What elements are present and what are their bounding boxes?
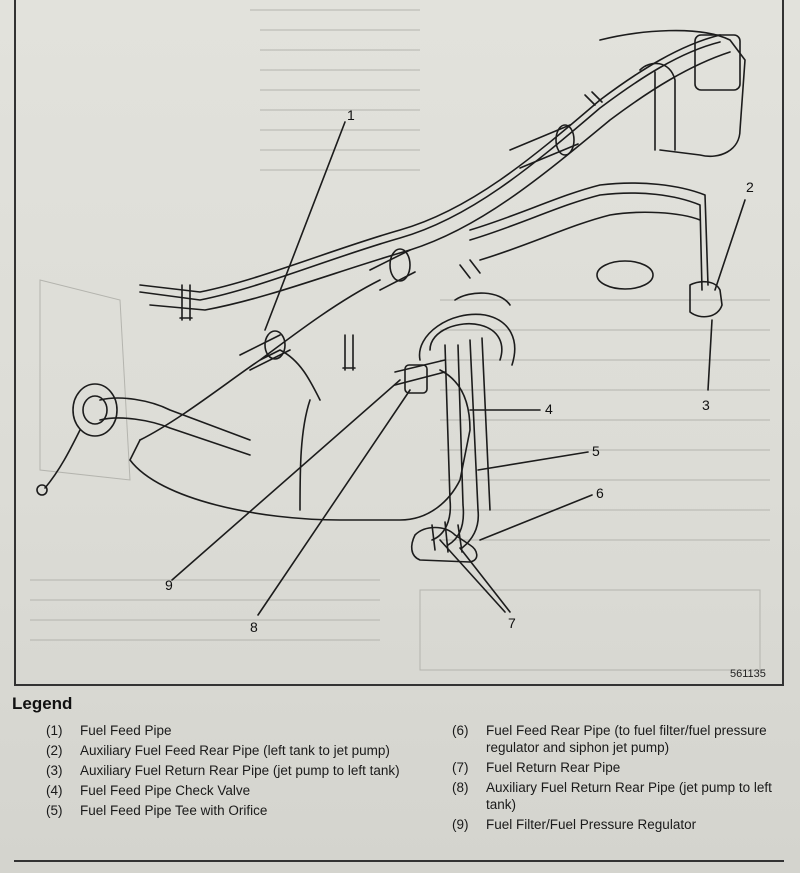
filler-cap-inner bbox=[82, 395, 108, 425]
downpipe-2 bbox=[447, 344, 465, 546]
legend-text: Fuel Feed Pipe Check Valve bbox=[80, 783, 251, 798]
fuel-pipe-diagram: 1 2 3 4 5 6 7 8 9 bbox=[30, 9, 770, 671]
callout-2: 2 bbox=[746, 179, 754, 195]
cylinder-upper bbox=[509, 124, 579, 169]
legend-item: (4) Fuel Feed Pipe Check Valve bbox=[46, 782, 406, 799]
legend-text: Fuel Feed Pipe Tee with Orifice bbox=[80, 803, 268, 818]
downpipe-4 bbox=[481, 337, 491, 511]
legend-text: Fuel Feed Pipe bbox=[80, 723, 172, 738]
fuel-filter bbox=[404, 364, 428, 394]
callout-labels: 1 2 3 4 5 6 7 8 9 bbox=[165, 107, 754, 635]
pipe-to-right-2 bbox=[469, 192, 703, 291]
pipe-bundle-1 bbox=[139, 34, 721, 293]
leader-7b bbox=[459, 547, 511, 613]
clip-top bbox=[584, 91, 603, 106]
clip-upper bbox=[459, 259, 481, 279]
callout-8: 8 bbox=[250, 619, 258, 635]
legend-item: (8) Auxiliary Fuel Return Rear Pipe (jet… bbox=[452, 779, 782, 813]
filler-cap bbox=[72, 383, 118, 437]
figure-number: 561135 bbox=[730, 668, 766, 680]
legend-text: Fuel Filter/Fuel Pressure Regulator bbox=[486, 817, 697, 832]
legend-item: (2) Auxiliary Fuel Feed Rear Pipe (left … bbox=[46, 742, 406, 759]
legend-num: (9) bbox=[452, 817, 469, 832]
legend-title: Legend bbox=[12, 694, 73, 713]
legend-text: Auxiliary Fuel Return Rear Pipe (jet pum… bbox=[80, 763, 400, 778]
callout-6: 6 bbox=[596, 485, 604, 501]
legend-text: Auxiliary Fuel Feed Rear Pipe (left tank… bbox=[80, 743, 390, 758]
leader-1 bbox=[264, 121, 346, 331]
callout-3: 3 bbox=[702, 397, 710, 413]
pipe-bundle-3 bbox=[149, 51, 731, 311]
legend-item: (6) Fuel Feed Rear Pipe (to fuel filter/… bbox=[452, 722, 782, 756]
downpipe-3 bbox=[461, 339, 480, 549]
filter-pipe bbox=[394, 359, 446, 386]
right-connector bbox=[689, 280, 723, 318]
rear-support bbox=[599, 29, 746, 157]
legend-num: (7) bbox=[452, 760, 469, 775]
legend-num: (3) bbox=[46, 763, 63, 778]
legend-right-column: (6) Fuel Feed Rear Pipe (to fuel filter/… bbox=[452, 722, 782, 836]
cap-tether bbox=[44, 429, 81, 489]
callout-1: 1 bbox=[347, 107, 355, 123]
legend-text: Fuel Return Rear Pipe bbox=[486, 760, 621, 775]
fuel-tank-outline bbox=[129, 369, 471, 521]
legend-num: (6) bbox=[452, 723, 469, 738]
cylinder-left-end bbox=[264, 330, 286, 360]
leader-3 bbox=[707, 319, 713, 391]
legend-item: (1) Fuel Feed Pipe bbox=[46, 722, 406, 739]
callout-9: 9 bbox=[165, 577, 173, 593]
legend-num: (4) bbox=[46, 783, 63, 798]
legend-num: (1) bbox=[46, 723, 63, 738]
legend-num: (2) bbox=[46, 743, 63, 758]
show-through-texture bbox=[30, 9, 770, 671]
pipe-bundle-2 bbox=[139, 41, 721, 301]
filler-neck bbox=[99, 397, 251, 456]
leader-6 bbox=[479, 494, 593, 541]
bottom-rule bbox=[14, 860, 784, 862]
pipe-loop-upper bbox=[418, 313, 516, 366]
leader-8 bbox=[257, 389, 411, 616]
figure-frame bbox=[14, 0, 784, 686]
connector-ribs bbox=[431, 521, 463, 553]
pump-module bbox=[596, 260, 654, 290]
legend-num: (5) bbox=[46, 803, 63, 818]
callout-7: 7 bbox=[508, 615, 516, 631]
legend-item: (3) Auxiliary Fuel Return Rear Pipe (jet… bbox=[46, 762, 406, 779]
cylinder-upper-end bbox=[555, 124, 575, 156]
tether-end bbox=[36, 484, 48, 496]
legend-left-column: (1) Fuel Feed Pipe (2) Auxiliary Fuel Fe… bbox=[46, 722, 406, 822]
leader-7a bbox=[439, 539, 506, 613]
callout-5: 5 bbox=[592, 443, 600, 459]
pipe-to-right-3 bbox=[479, 211, 701, 261]
tank-upper-body bbox=[139, 279, 381, 441]
clip-left bbox=[179, 284, 193, 321]
cylinder-mid-end bbox=[389, 248, 411, 282]
rear-bracket-box bbox=[694, 34, 741, 91]
legend-num: (8) bbox=[452, 780, 469, 795]
clip-center bbox=[342, 334, 356, 371]
pipe-loop-arc bbox=[454, 292, 511, 306]
legend-text: Fuel Feed Rear Pipe (to fuel filter/fuel… bbox=[486, 723, 767, 755]
lower-connectors bbox=[410, 526, 478, 563]
leader-5 bbox=[477, 451, 589, 471]
legend-item: (9) Fuel Filter/Fuel Pressure Regulator bbox=[452, 816, 782, 833]
callout-4: 4 bbox=[545, 401, 553, 417]
downpipe-1 bbox=[431, 344, 452, 541]
leader-2 bbox=[714, 199, 746, 291]
legend-item: (7) Fuel Return Rear Pipe bbox=[452, 759, 782, 776]
leader-9 bbox=[171, 379, 401, 581]
legend-text: Auxiliary Fuel Return Rear Pipe (jet pum… bbox=[486, 780, 772, 812]
pipe-to-right-1 bbox=[469, 182, 709, 286]
legend-item: (5) Fuel Feed Pipe Tee with Orifice bbox=[46, 802, 406, 819]
rear-support-loop bbox=[639, 62, 676, 151]
